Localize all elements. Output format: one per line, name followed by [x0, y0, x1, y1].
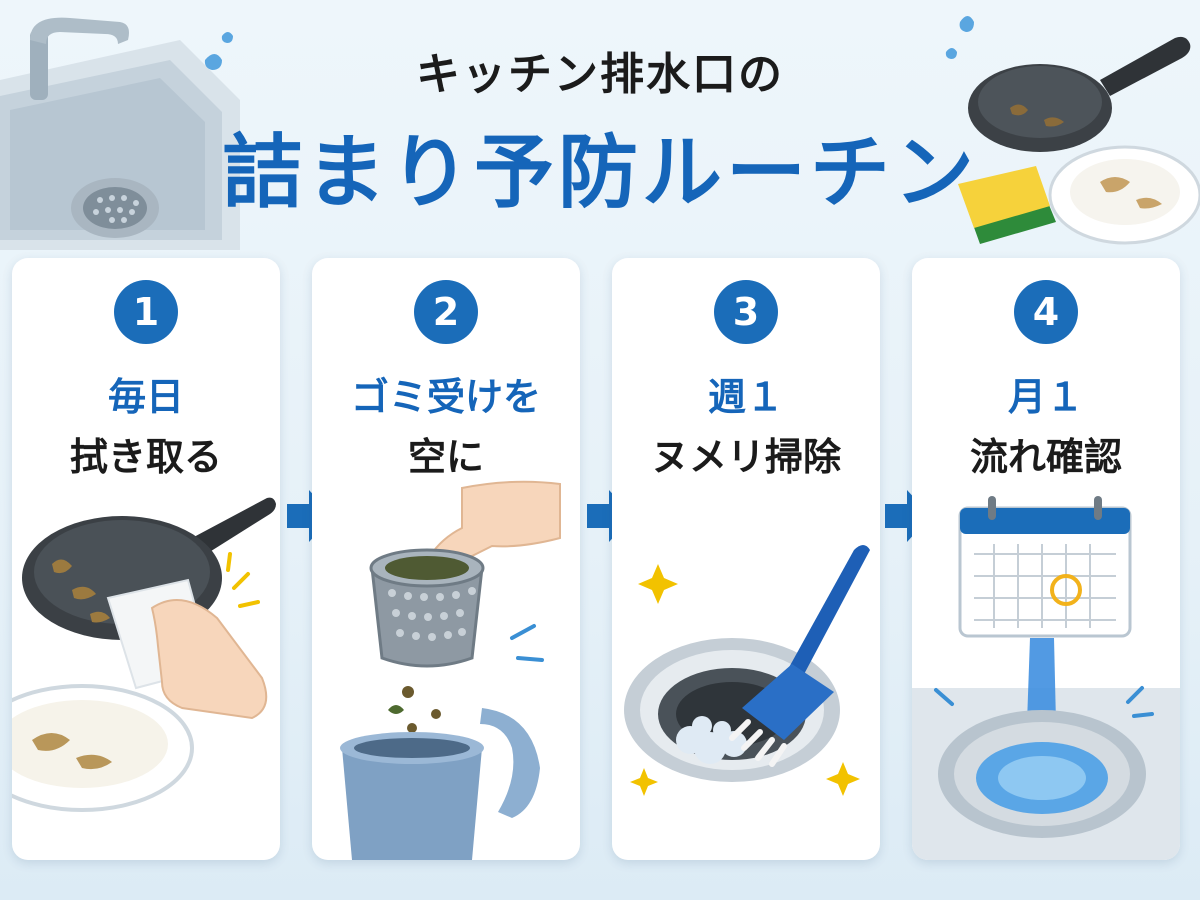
- pan-sponge-plate-icon: [945, 16, 1200, 245]
- step-card-2: 2 ゴミ受けを 空に: [312, 258, 580, 860]
- step-card-3: 3 週１ ヌメリ掃除: [612, 258, 880, 860]
- step-action: 空に: [407, 435, 484, 479]
- arrow-right-icon: [885, 490, 931, 542]
- step-number-badge: 1: [114, 280, 178, 344]
- step-card-4: 4 月１ 流れ確認: [912, 258, 1180, 860]
- step-number-badge: 3: [714, 280, 778, 344]
- step-number-badge: 4: [1014, 280, 1078, 344]
- step-action: 拭き取る: [69, 435, 222, 479]
- arrow-right-icon: [287, 490, 333, 542]
- step-action: 流れ確認: [969, 435, 1122, 479]
- arrow-right-icon: [587, 490, 633, 542]
- sink-icon: [0, 17, 240, 250]
- step-action: ヌメリ掃除: [650, 435, 841, 479]
- drain-brush-icon: [624, 545, 870, 796]
- strainer-trash-icon: [340, 480, 561, 860]
- step-frequency: 毎日: [107, 375, 184, 419]
- calendar-water-flow-icon: [912, 496, 1180, 860]
- title-line1: キッチン排水口の: [416, 49, 784, 100]
- step-frequency: 月１: [1007, 375, 1084, 419]
- step-card-1: 1 毎日 拭き取る: [12, 258, 280, 860]
- frying-pan-wipe-icon: [12, 497, 276, 812]
- title-line2: 詰まり予防ルーチン: [222, 126, 978, 219]
- step-frequency: ゴミ受けを: [350, 375, 541, 419]
- step-number-badge: 2: [414, 280, 478, 344]
- step-frequency: 週１: [707, 375, 784, 419]
- header: キッチン排水口の 詰まり予防ルーチン: [0, 0, 1200, 250]
